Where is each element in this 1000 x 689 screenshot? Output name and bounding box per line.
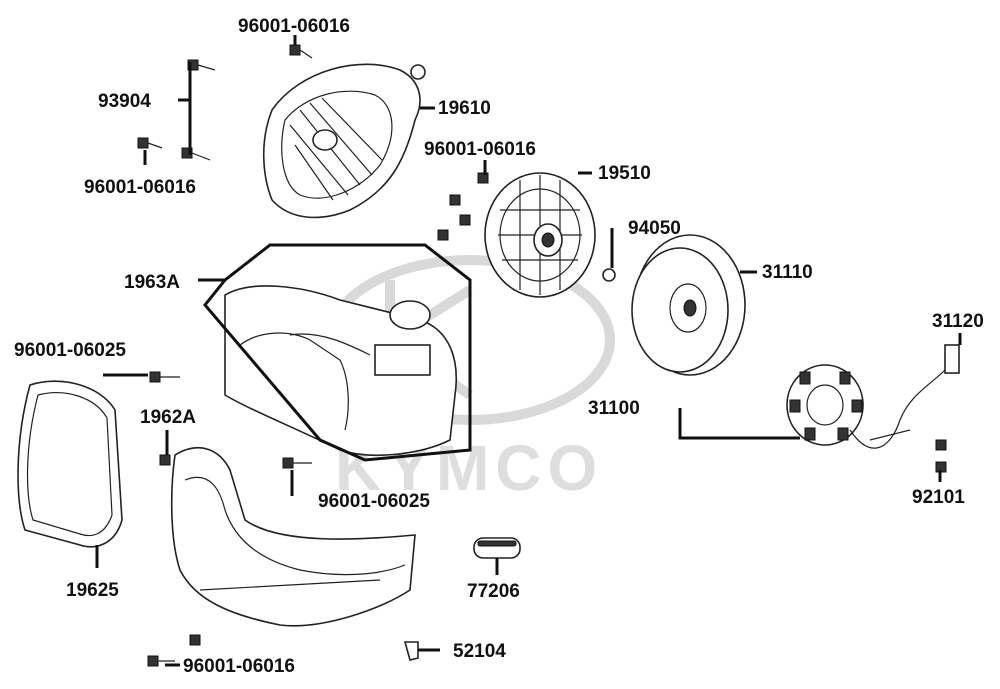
- label-96001-06025-left: 96001-06025: [14, 340, 126, 361]
- label-19510: 19510: [598, 163, 651, 184]
- label-77206: 77206: [467, 581, 520, 602]
- label-92101: 92101: [912, 487, 965, 508]
- clip-52104: [403, 641, 419, 661]
- flywheel-31110: [631, 234, 746, 376]
- label-96001-06016-mid: 96001-06016: [424, 139, 536, 160]
- label-96001-06025-mid: 96001-06025: [318, 491, 430, 512]
- part-labels: 96001-06016 93904 96001-06016 19610 9600…: [14, 16, 984, 677]
- label-1962A: 1962A: [140, 407, 196, 428]
- label-93904: 93904: [98, 91, 151, 112]
- grommet-77206: [473, 537, 521, 559]
- washer-94050: [602, 268, 616, 282]
- label-52104: 52104: [453, 641, 506, 662]
- stator-31100: [786, 344, 960, 449]
- lower-shroud-1962A: [170, 446, 416, 627]
- label-19625: 19625: [66, 580, 119, 601]
- label-1963A: 1963A: [124, 272, 180, 293]
- cooling-fan-19510: [484, 172, 596, 298]
- label-31120: 31120: [932, 311, 984, 332]
- label-31110: 31110: [762, 262, 813, 283]
- label-31100: 31100: [588, 398, 640, 419]
- shroud-1963A: [224, 285, 457, 456]
- leader-lines: [95, 35, 962, 667]
- fan-cover-19610: [262, 63, 426, 219]
- label-19610: 19610: [438, 98, 491, 119]
- label-96001-06016-left: 96001-06016: [84, 177, 196, 198]
- label-96001-06016-top: 96001-06016: [238, 16, 350, 37]
- label-96001-06016-bottom: 96001-06016: [183, 656, 295, 677]
- label-94050: 94050: [628, 218, 681, 239]
- gasket-19625: [17, 380, 123, 548]
